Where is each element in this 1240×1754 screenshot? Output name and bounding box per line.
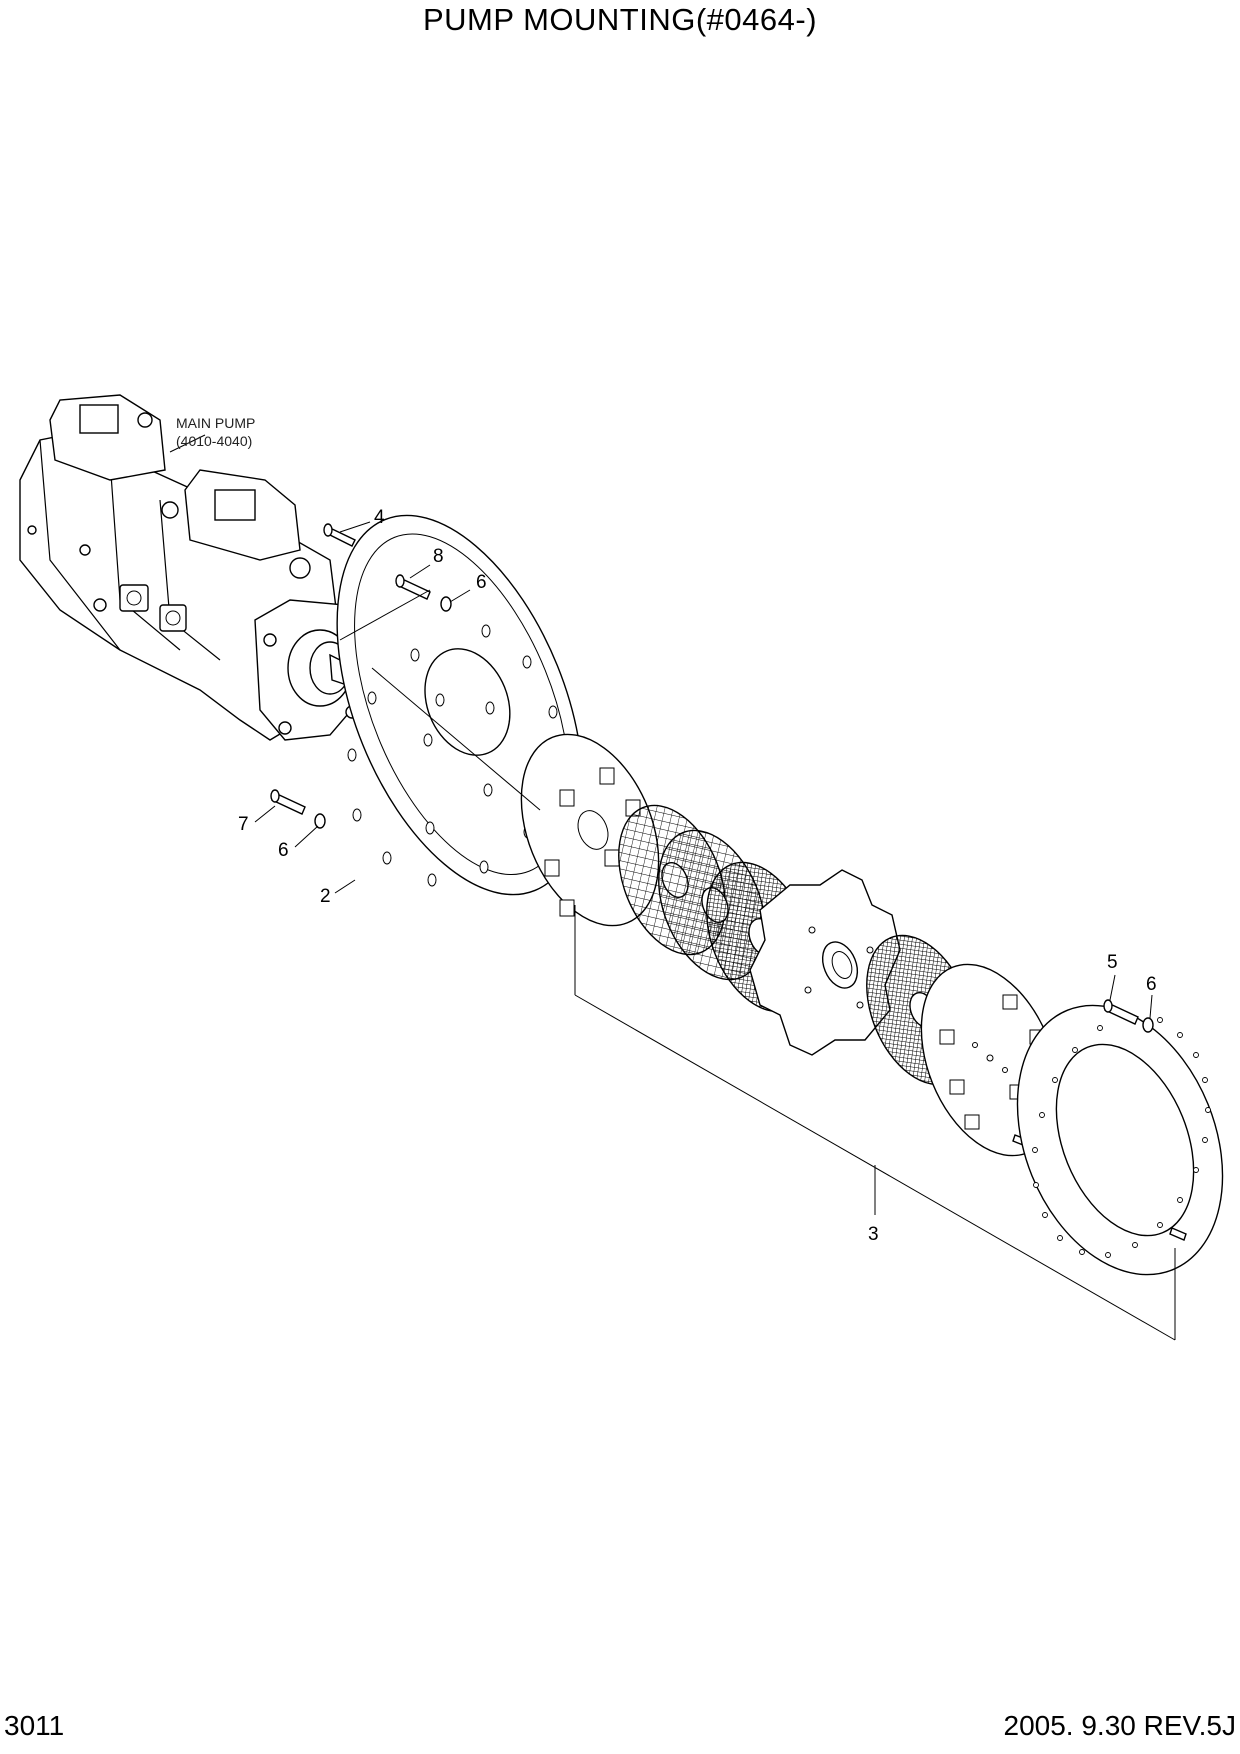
callout-5: 5 — [1107, 952, 1118, 973]
main-pump-range: (4010-4040) — [176, 433, 252, 449]
callout-6-right: 6 — [1146, 974, 1157, 995]
main-pump-label: MAIN PUMP — [176, 415, 255, 431]
page-title: PUMP MOUNTING(#0464-) — [422, 2, 818, 37]
callout-4: 4 — [374, 507, 385, 528]
page-number: 3011 — [4, 1710, 65, 1741]
leader-lines — [169, 434, 1176, 1341]
callout-8: 8 — [433, 546, 444, 567]
washer-6-top — [440, 596, 452, 612]
callout-2: 2 — [320, 886, 331, 907]
revision-label: 2005. 9.30 REV.5J — [1003, 1710, 1236, 1741]
coupling-hub — [749, 869, 901, 1056]
bolt-4 — [323, 523, 356, 547]
washer-6-left — [314, 813, 326, 829]
callout-7: 7 — [238, 814, 249, 835]
bolt-7 — [270, 789, 306, 815]
callout-3: 3 — [868, 1224, 879, 1245]
large-ring — [1016, 1004, 1224, 1276]
callout-6-left: 6 — [278, 840, 289, 861]
callout-6-top: 6 — [476, 572, 487, 593]
washer-6-right — [1142, 1017, 1154, 1033]
bolt-5 — [1103, 999, 1139, 1025]
bolt-8 — [395, 574, 431, 600]
